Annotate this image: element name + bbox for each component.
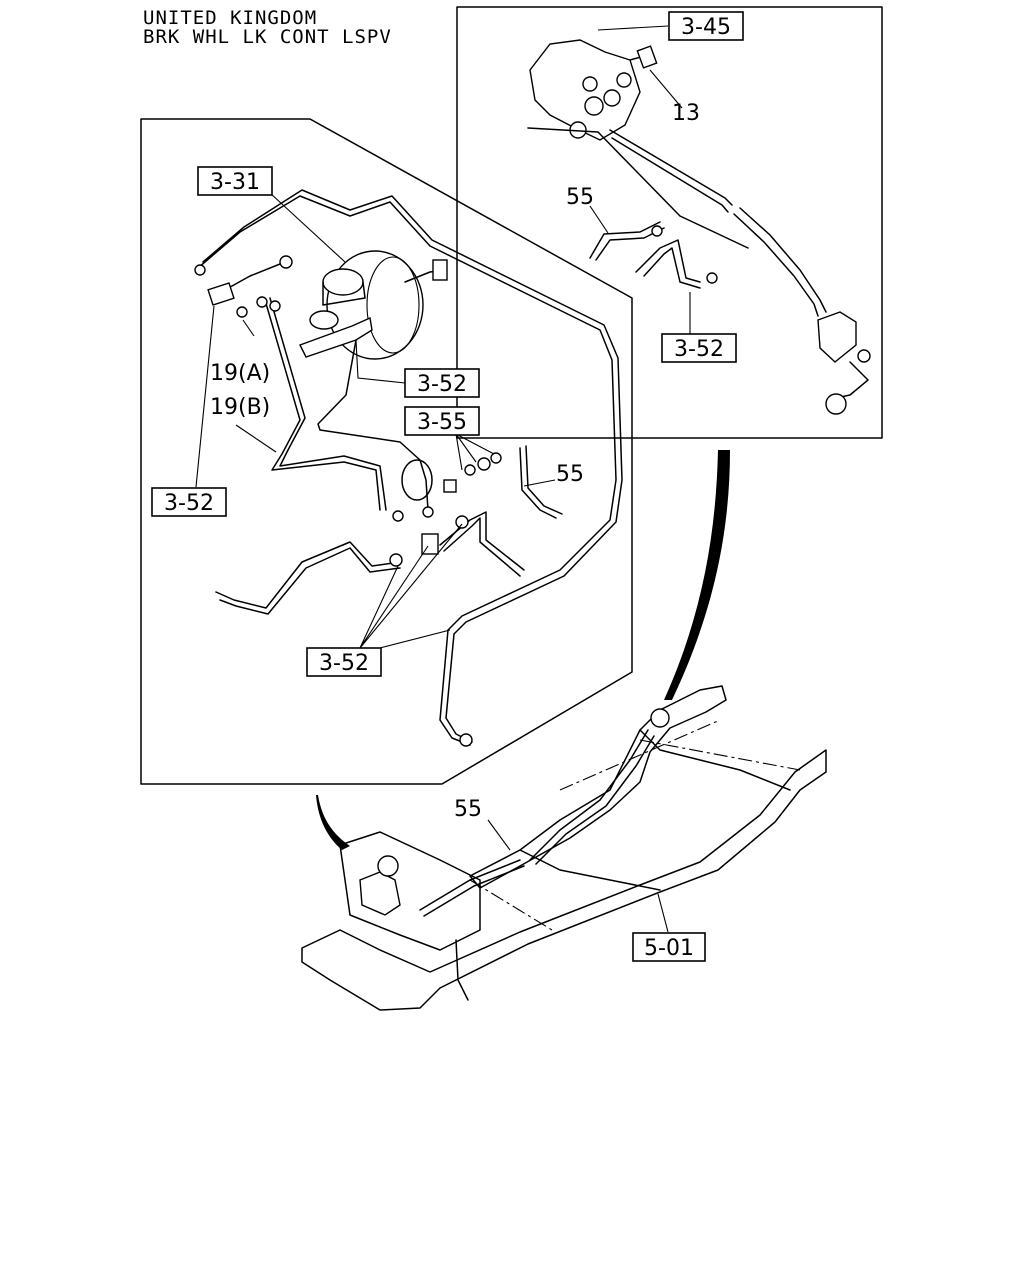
callout-3-52-mid: 3-52 — [417, 372, 467, 397]
chassis-frame — [301, 685, 827, 1011]
callout-3-52-left: 3-52 — [164, 491, 214, 516]
callout-3-52-bottom: 3-52 — [319, 651, 369, 676]
callout-box-3-55 — [404, 406, 480, 436]
label-part-19b: 19(B) — [210, 395, 270, 420]
lspv-panel-pipes — [527, 25, 749, 334]
header-country: UNITED KINGDOM — [143, 7, 318, 29]
label-part-13: 13 — [672, 101, 700, 126]
leader-lines-main — [195, 192, 556, 649]
lspv-valve — [529, 39, 871, 415]
connector-arrow-lspv — [664, 450, 730, 700]
lspv-detail-panel — [456, 6, 883, 439]
callout-5-01: 5-01 — [644, 936, 694, 961]
callout-box-3-45 — [668, 11, 744, 41]
callout-3-52-right: 3-52 — [674, 337, 724, 362]
callout-3-55: 3-55 — [417, 410, 467, 435]
callout-box-5-01 — [632, 932, 706, 962]
header-description: BRK WHL LK CONT LSPV — [143, 26, 392, 48]
master-cylinder — [299, 268, 373, 358]
label-part-55-frame: 55 — [454, 797, 482, 822]
label-part-55-top: 55 — [566, 185, 594, 210]
brake-pipes-main — [194, 189, 623, 747]
callout-box-3-31 — [197, 166, 273, 196]
callout-3-31: 3-31 — [210, 170, 260, 195]
callout-box-3-52-mid — [404, 368, 480, 398]
callout-box-3-52-bottom — [306, 647, 382, 677]
label-part-55-mid: 55 — [556, 462, 584, 487]
label-part-19a: 19(A) — [210, 361, 270, 386]
callout-box-3-52-left — [151, 487, 227, 517]
callout-box-3-52-right — [661, 333, 737, 363]
connector-arrow-master — [316, 795, 350, 850]
callout-3-45: 3-45 — [681, 15, 731, 40]
main-detail-panel — [140, 118, 633, 785]
